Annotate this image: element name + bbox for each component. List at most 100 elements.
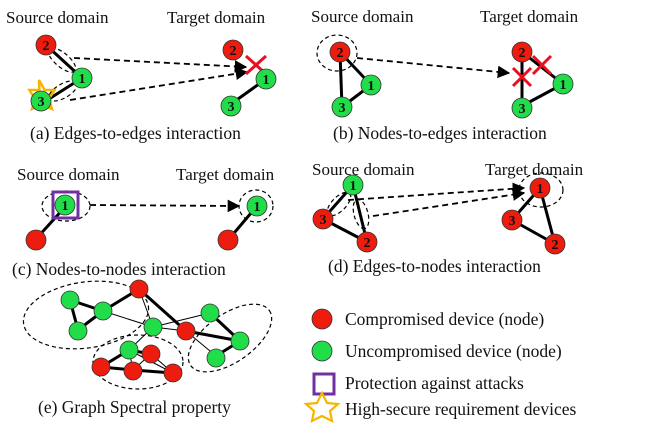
compromised-node [329,41,351,63]
uncompromised-node [342,174,364,196]
uncompromised-node [68,321,88,341]
node-label: 3 [339,101,346,116]
node-label: 1 [537,182,544,197]
interaction-arrow [73,57,248,73]
blocked-x-icon [511,66,533,88]
uncompromised-node [230,331,250,351]
uncompromised-legend-icon [311,340,333,362]
legend-protection: Protection against attacks [345,373,524,393]
node-label: 1 [62,199,69,214]
compromised-node [356,231,378,253]
interaction-arrow [69,67,249,101]
node-label: 3 [509,214,516,229]
uncompromised-node [552,73,574,95]
uncompromised-node [255,68,277,90]
compromised-node [176,321,196,341]
node-selection-ellipse [316,34,358,72]
compromised-node [123,361,143,381]
panel-c-source-label: Source domain [17,165,120,184]
compromised-node [91,357,111,377]
interaction-arrow [347,182,526,201]
panel-a-caption: (a) Edges-to-edges interaction [30,123,241,143]
legend-high-secure: High-secure requirement devices [345,399,576,419]
panel-e: (e) Graph Spectral property [22,279,273,417]
node-label: 2 [552,238,559,253]
compromised-node [544,233,566,255]
node-selection-ellipse [518,172,564,208]
compromised-legend-icon [311,308,333,330]
panel-e-caption: (e) Graph Spectral property [38,397,231,417]
high-secure-legend-star-icon [303,390,341,423]
legend-uncompromised: Uncompromised device (node) [345,341,562,361]
uncompromised-node [220,95,242,117]
node-label: 1 [560,78,567,93]
interaction-arrow [356,57,511,79]
panel-b-target-label: Target domain [480,7,579,26]
protection-square-icon [51,190,80,220]
compromised-node [511,41,533,63]
uncompromised-node [360,74,382,96]
compromised-node [35,34,57,56]
node-label: 3 [38,95,45,110]
node-label: 1 [263,73,270,88]
panel-a-target-label: Target domain [167,8,266,27]
panel-b-caption: (b) Nodes-to-edges interaction [333,123,547,143]
interaction-arrow [372,188,526,217]
node-selection-ellipse [238,189,274,223]
node-label: 2 [364,236,371,251]
blocked-x-icon [531,54,553,76]
node-label: 3 [519,102,526,117]
node-label: 1 [350,179,357,194]
uncompromised-node [511,97,533,119]
uncompromised-node [206,348,226,368]
node-label: 2 [337,46,344,61]
node-label: 2 [230,44,237,59]
node-label: 1 [254,200,261,215]
uncompromised-node [119,340,139,360]
compromised-node [141,344,161,364]
compromised-node [217,229,239,251]
uncompromised-node [30,90,52,112]
edge-selection-ellipse [352,198,370,230]
node-label: 2 [43,39,50,54]
interaction-arrow [89,199,241,213]
node-label: 2 [519,46,526,61]
panel-d: Source domain Target domain 1 3 2 1 3 2 … [312,160,584,276]
node-label: 1 [368,79,375,94]
panel-c: Source domain Target domain 1 1 (c) Node… [12,165,275,279]
compromised-node [222,39,244,61]
protection-legend-icon [312,372,336,396]
uncompromised-node [71,67,93,89]
compromised-node [529,177,551,199]
panel-d-caption: (d) Edges-to-nodes interaction [328,256,541,276]
compromised-node [25,229,47,251]
cluster-ellipse [187,303,273,373]
panel-c-target-label: Target domain [176,165,275,184]
uncompromised-node [246,195,268,217]
uncompromised-node [200,303,220,323]
cluster-ellipse [92,334,184,390]
uncompromised-node [331,96,353,118]
panel-a: Source domain Target domain 2 1 3 2 1 3 … [6,8,277,143]
node-label: 3 [228,100,235,115]
uncompromised-node [93,301,113,321]
compromised-node [129,279,149,299]
uncompromised-node [143,317,163,337]
panel-a-source-label: Source domain [6,8,109,27]
cluster-ellipse [22,280,150,350]
node-label: 3 [320,213,327,228]
panel-b-source-label: Source domain [311,7,414,26]
node-label: 1 [79,72,86,87]
uncompromised-node [54,194,76,216]
panel-d-source-label: Source domain [312,160,415,179]
legend-compromised: Compromised device (node) [345,309,544,329]
uncompromised-node [60,290,80,310]
panel-b: Source domain Target domain 2 1 3 2 1 3 … [311,7,579,143]
compromised-node [501,209,523,231]
panel-c-caption: (c) Nodes-to-nodes interaction [12,259,226,279]
compromised-node [312,208,334,230]
panel-d-target-label: Target domain [485,160,584,179]
compromised-node [163,363,183,383]
legend: Compromised device (node) Uncompromised … [303,308,576,423]
